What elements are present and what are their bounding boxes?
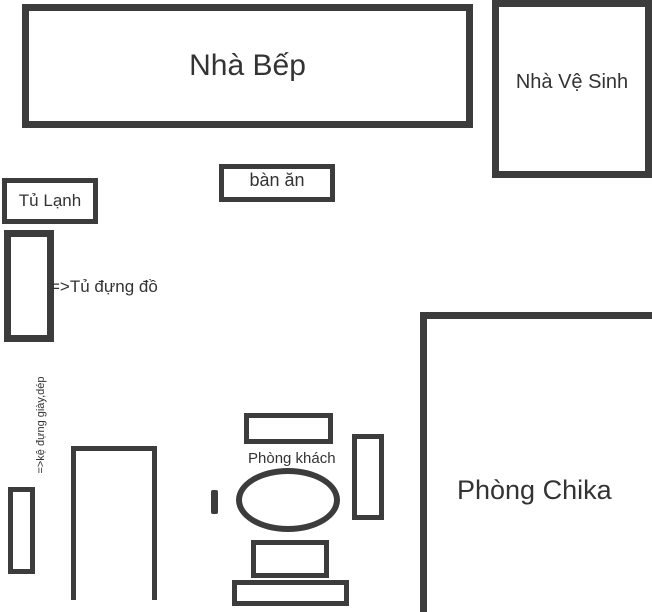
living-room-bottom-bench <box>232 580 349 606</box>
bathroom-room: Nhà Vệ Sinh <box>492 0 652 178</box>
living-room-label: Phòng khách <box>248 450 336 467</box>
coffee-table <box>236 468 340 532</box>
bathroom-label: Nhà Vệ Sinh <box>515 70 629 93</box>
kitchen-label: Nhà Bếp <box>189 49 306 82</box>
fridge: Tủ Lạnh <box>2 178 98 224</box>
living-room-bottom-chair <box>251 540 329 578</box>
shoe-rack <box>8 487 35 574</box>
living-room-right-chair <box>352 434 384 520</box>
living-room-left-stool <box>211 490 218 514</box>
chika-room-label: Phòng Chika <box>457 475 612 505</box>
storage-cabinet <box>4 230 54 342</box>
sofa <box>71 446 157 600</box>
fridge-label: Tủ Lạnh <box>18 191 82 210</box>
dining-table-label: bàn ăn <box>249 169 305 190</box>
chika-room: Phòng Chika <box>420 312 652 612</box>
shoe-rack-label: =>kệ đựng giày,dép <box>35 376 47 474</box>
living-room-top-chair <box>244 413 333 444</box>
storage-cabinet-label: =>Tủ đựng đồ <box>50 277 158 296</box>
dining-table: bàn ăn <box>219 164 335 202</box>
kitchen-room: Nhà Bếp <box>22 4 473 128</box>
